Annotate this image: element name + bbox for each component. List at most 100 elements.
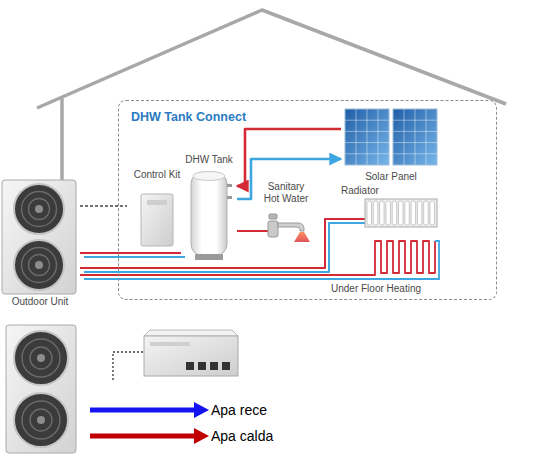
control-box-illustration [150,342,190,346]
underfloor-heating: Under Floor Heating [331,237,446,297]
radiator-art [411,201,416,225]
solar-module [345,109,389,165]
house-outline [37,10,506,180]
hot-water-arrow [90,428,209,444]
pipe-line [237,230,256,232]
radiator-art [367,201,372,225]
solar-panel-art [345,120,389,121]
cold-water-arrow [90,402,209,418]
hot-water-tap: Sanitary Hot Water [256,181,316,243]
outdoor-unit-illustration [14,393,68,447]
control-box-illustration [210,362,218,370]
solar-panel-art [404,109,405,165]
water-stream [294,232,310,242]
house-outline [37,10,506,108]
heating-loop [331,241,435,275]
pipe-line [80,205,127,206]
return-pipe [331,241,439,279]
cold-water-label: Apa rece [211,402,267,418]
control-box-illustration [186,362,194,370]
dhw-tank-art [181,154,237,263]
pipe-line [84,278,335,280]
solar-panel-art [378,109,379,165]
hot-water-tap-art [269,214,277,219]
pipe-connector [237,129,341,186]
outdoor-unit-art [0,178,80,310]
kit-body [141,194,173,246]
fan-grille [14,184,64,234]
outdoor-unit: Outdoor Unit [0,178,80,310]
unit-body [2,180,76,294]
fan-grille [14,240,64,290]
solar-panel-art [345,153,389,154]
dhw-tank: DHW Tank [181,154,237,263]
cold-water-arrow [90,408,196,413]
node-label: Solar Panel [341,171,441,183]
control-box-illustration [144,330,238,376]
radiator-art [341,218,365,220]
outdoor-unit-illustration [37,354,45,362]
fan-grille [35,261,43,269]
radiator-art [373,201,378,225]
tap-spout [278,223,304,231]
system-boundary: DHW Tank ConnectSolar Panel Control KitDH… [118,100,497,300]
radiator-art [405,201,410,225]
pipe-connector [80,206,127,207]
solar-panel-art [426,109,427,165]
pipe-connector [237,231,256,232]
solar-panel-art [393,142,437,143]
radiator-art [424,201,429,225]
control-wire [113,352,144,380]
pipe-line [80,252,181,254]
outdoor-unit-illustration [14,331,68,385]
dhw-tank-art [195,254,223,260]
tank-body [191,172,227,256]
outdoor-unit-illustration [30,409,52,431]
dhw-tank-art [227,196,232,199]
solar-panel-art [393,120,437,121]
node-label: Outdoor Unit [0,296,80,308]
tap-base [268,221,278,237]
solar-panel-art [415,109,416,165]
pipe-line [84,256,185,258]
fan-grille [22,248,57,283]
outdoor-unit-illustration [30,347,52,369]
hot-water-label: Apa calda [211,428,273,444]
fan-grille [35,205,43,213]
fan-grille [29,255,50,276]
house-outline [60,97,64,180]
solar-panel: Solar Panel [341,107,441,187]
solar-panel-art [393,131,437,132]
solar-module [393,109,437,165]
radiator-art [386,201,391,225]
dhw-tank-art [227,184,232,187]
outdoor-unit-illustration [22,401,60,439]
solar-panel-art [345,142,389,143]
hot-water-arrow [194,428,209,444]
control-box-illustration [144,330,238,336]
solar-panel-art [393,153,437,154]
radiator-art [392,201,397,225]
section-title: DHW Tank Connect [131,110,351,125]
node-label: Control Kit [127,169,187,181]
node-label: Under Floor Heating [331,283,446,295]
node-label: Radiator [341,185,401,197]
pipe-connector [80,253,185,257]
outdoor-unit-illustration [6,325,76,453]
control-box-illustration [198,362,206,370]
outdoor-unit-illustration [22,339,60,377]
radiator-art [417,201,422,225]
control-kit: Control Kit [127,164,187,248]
dhw-tank-art [193,172,225,181]
control-box-illustration [144,336,238,376]
control-kit-art [147,200,167,205]
fan-grille [22,192,57,227]
outdoor-unit-illustration [37,416,45,424]
radiator-art [430,201,435,225]
pipe-line [237,129,341,186]
radiator-art [341,222,365,224]
hot-water-arrow [90,434,196,439]
